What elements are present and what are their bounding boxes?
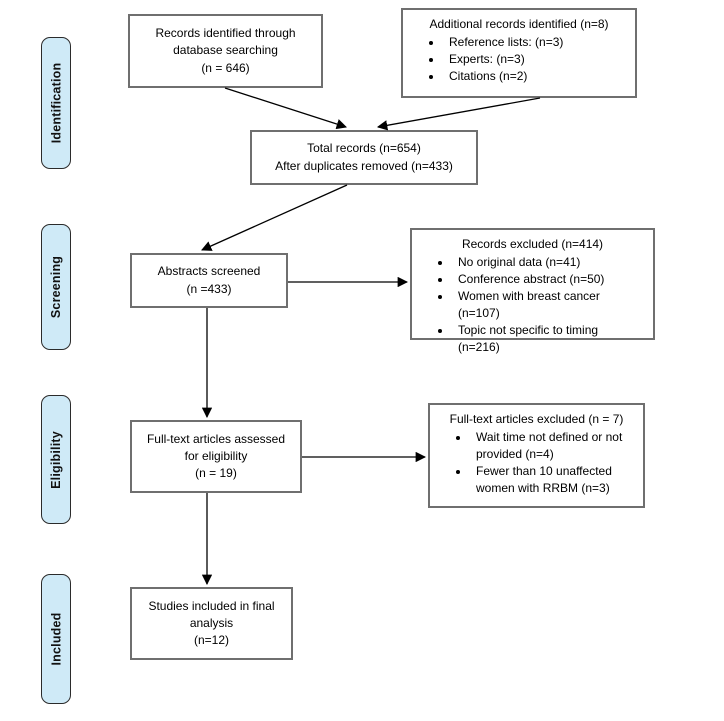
node-additional-records: Additional records identified (n=8) Refe… [401, 8, 637, 98]
stage-label-included: Included [41, 574, 71, 704]
bullet-item: Wait time not defined or not provided (n… [470, 429, 633, 463]
stage-label-text: Included [49, 612, 63, 666]
stage-label-text: Eligibility [49, 430, 64, 489]
node-title: Additional records identified (n=8) [429, 17, 609, 31]
bullet-item: Women with breast cancer (n=107) [452, 288, 643, 322]
bullet-item: Conference abstract (n=50) [452, 271, 643, 288]
bullet-item: Citations (n=2) [443, 68, 625, 85]
bullet-item: Reference lists: (n=3) [443, 34, 625, 51]
edge-additional-records-to-total-records [376, 97, 541, 131]
stage-label-identification: Identification [41, 37, 71, 169]
node-text: Abstracts screened (n =433) [157, 264, 261, 296]
node-text: Records identified through database sear… [155, 26, 296, 75]
node-bullet-list: Reference lists: (n=3) Experts: (n=3) Ci… [409, 34, 629, 85]
stage-label-text: Identification [49, 62, 64, 144]
stage-label-eligibility: Eligibility [41, 395, 71, 524]
node-bullet-list: Wait time not defined or not provided (n… [436, 429, 637, 497]
node-fulltext-assessed: Full-text articles assessed for eligibil… [130, 420, 302, 493]
stage-label-text: Screening [49, 255, 63, 319]
bullet-item: Topic not specific to timing (n=216) [452, 322, 643, 356]
node-records-excluded: Records excluded (n=414) No original dat… [410, 228, 655, 354]
stage-label-screening: Screening [41, 224, 71, 350]
node-text: Studies included in final analysis (n=12… [148, 598, 275, 648]
bullet-item: No original data (n=41) [452, 254, 643, 271]
edge-total-records-to-abstracts-screened [201, 184, 348, 251]
node-bullet-list: No original data (n=41) Conference abstr… [418, 254, 647, 356]
node-text: Full-text articles assessed for eligibil… [146, 431, 286, 481]
bullet-item: Experts: (n=3) [443, 51, 625, 68]
node-records-identified: Records identified through database sear… [128, 14, 323, 88]
bullet-item: Fewer than 10 unaffected women with RRBM… [470, 463, 633, 497]
node-total-records: Total records (n=654) After duplicates r… [250, 130, 478, 185]
edge-records-identified-to-total-records [224, 87, 347, 130]
node-title: Full-text articles excluded (n = 7) [449, 412, 624, 426]
node-studies-included: Studies included in final analysis (n=12… [130, 587, 293, 660]
node-fulltext-excluded: Full-text articles excluded (n = 7) Wait… [428, 403, 645, 508]
node-title: Records excluded (n=414) [461, 237, 604, 251]
node-abstracts-screened: Abstracts screened (n =433) [130, 253, 288, 308]
node-text: Total records (n=654) After duplicates r… [275, 141, 453, 173]
